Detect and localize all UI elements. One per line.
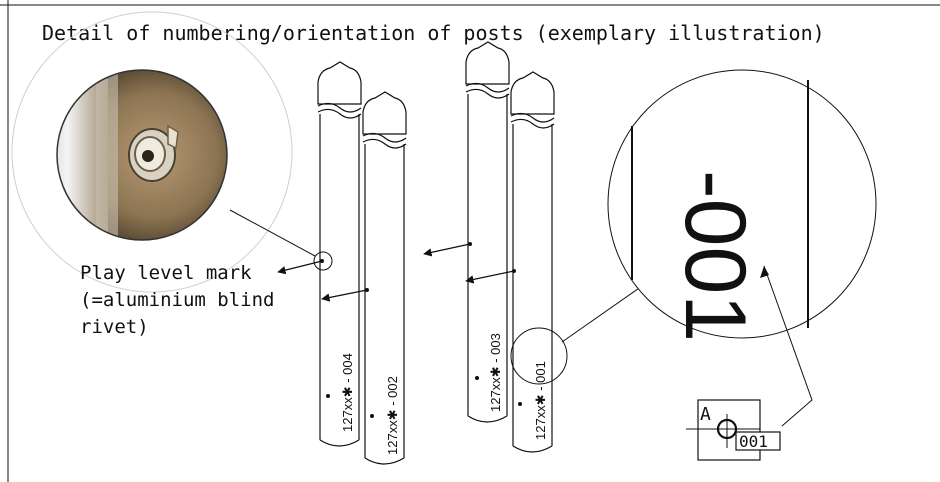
play-level-label-line3: rivet): [80, 316, 149, 338]
photo-outer-circle: [11, 11, 293, 293]
play-level-label-line2: (=aluminium blind: [80, 289, 274, 311]
rivet-arrow-002: [321, 289, 368, 302]
zoom-leader-line: [561, 283, 646, 343]
photo-inner-circle: [56, 69, 228, 241]
rivet-arrow-001: [465, 270, 515, 284]
rivet-arrow-003: [423, 243, 471, 257]
zoom-detail: -001: [607, 69, 877, 342]
post-002-label: 127xx✱ - 002: [385, 376, 400, 455]
reference-leader-line: [763, 265, 813, 427]
play-level-label-line1: Play level mark: [80, 262, 252, 284]
rivet-photo: [57, 70, 227, 240]
reference-number: 001: [739, 432, 768, 451]
post-003: 127xx✱ - 003: [465, 41, 510, 423]
reference-arrowhead: [760, 266, 769, 278]
post-004: 127xx✱ - 004: [317, 61, 362, 447]
zoom-number-text: -001: [667, 170, 763, 342]
reference-box: A 001: [686, 399, 781, 461]
zoom-callout-circle: [510, 327, 568, 385]
post-003-label: 127xx✱ - 003: [488, 333, 503, 412]
photo-leader-line: [229, 209, 316, 257]
post-004-label: 127xx✱ - 004: [340, 353, 355, 432]
rivet-callout-circle: [313, 251, 333, 271]
post-001-label: 127xx✱ - 001: [533, 361, 548, 440]
rivet-arrow-004: [277, 260, 323, 275]
diagram-title: Detail of numbering/orientation of posts…: [42, 21, 825, 45]
post-002: 127xx✱ - 002: [362, 91, 407, 465]
post-001: 127xx✱ - 001: [510, 71, 555, 453]
reference-letter: A: [700, 404, 711, 425]
